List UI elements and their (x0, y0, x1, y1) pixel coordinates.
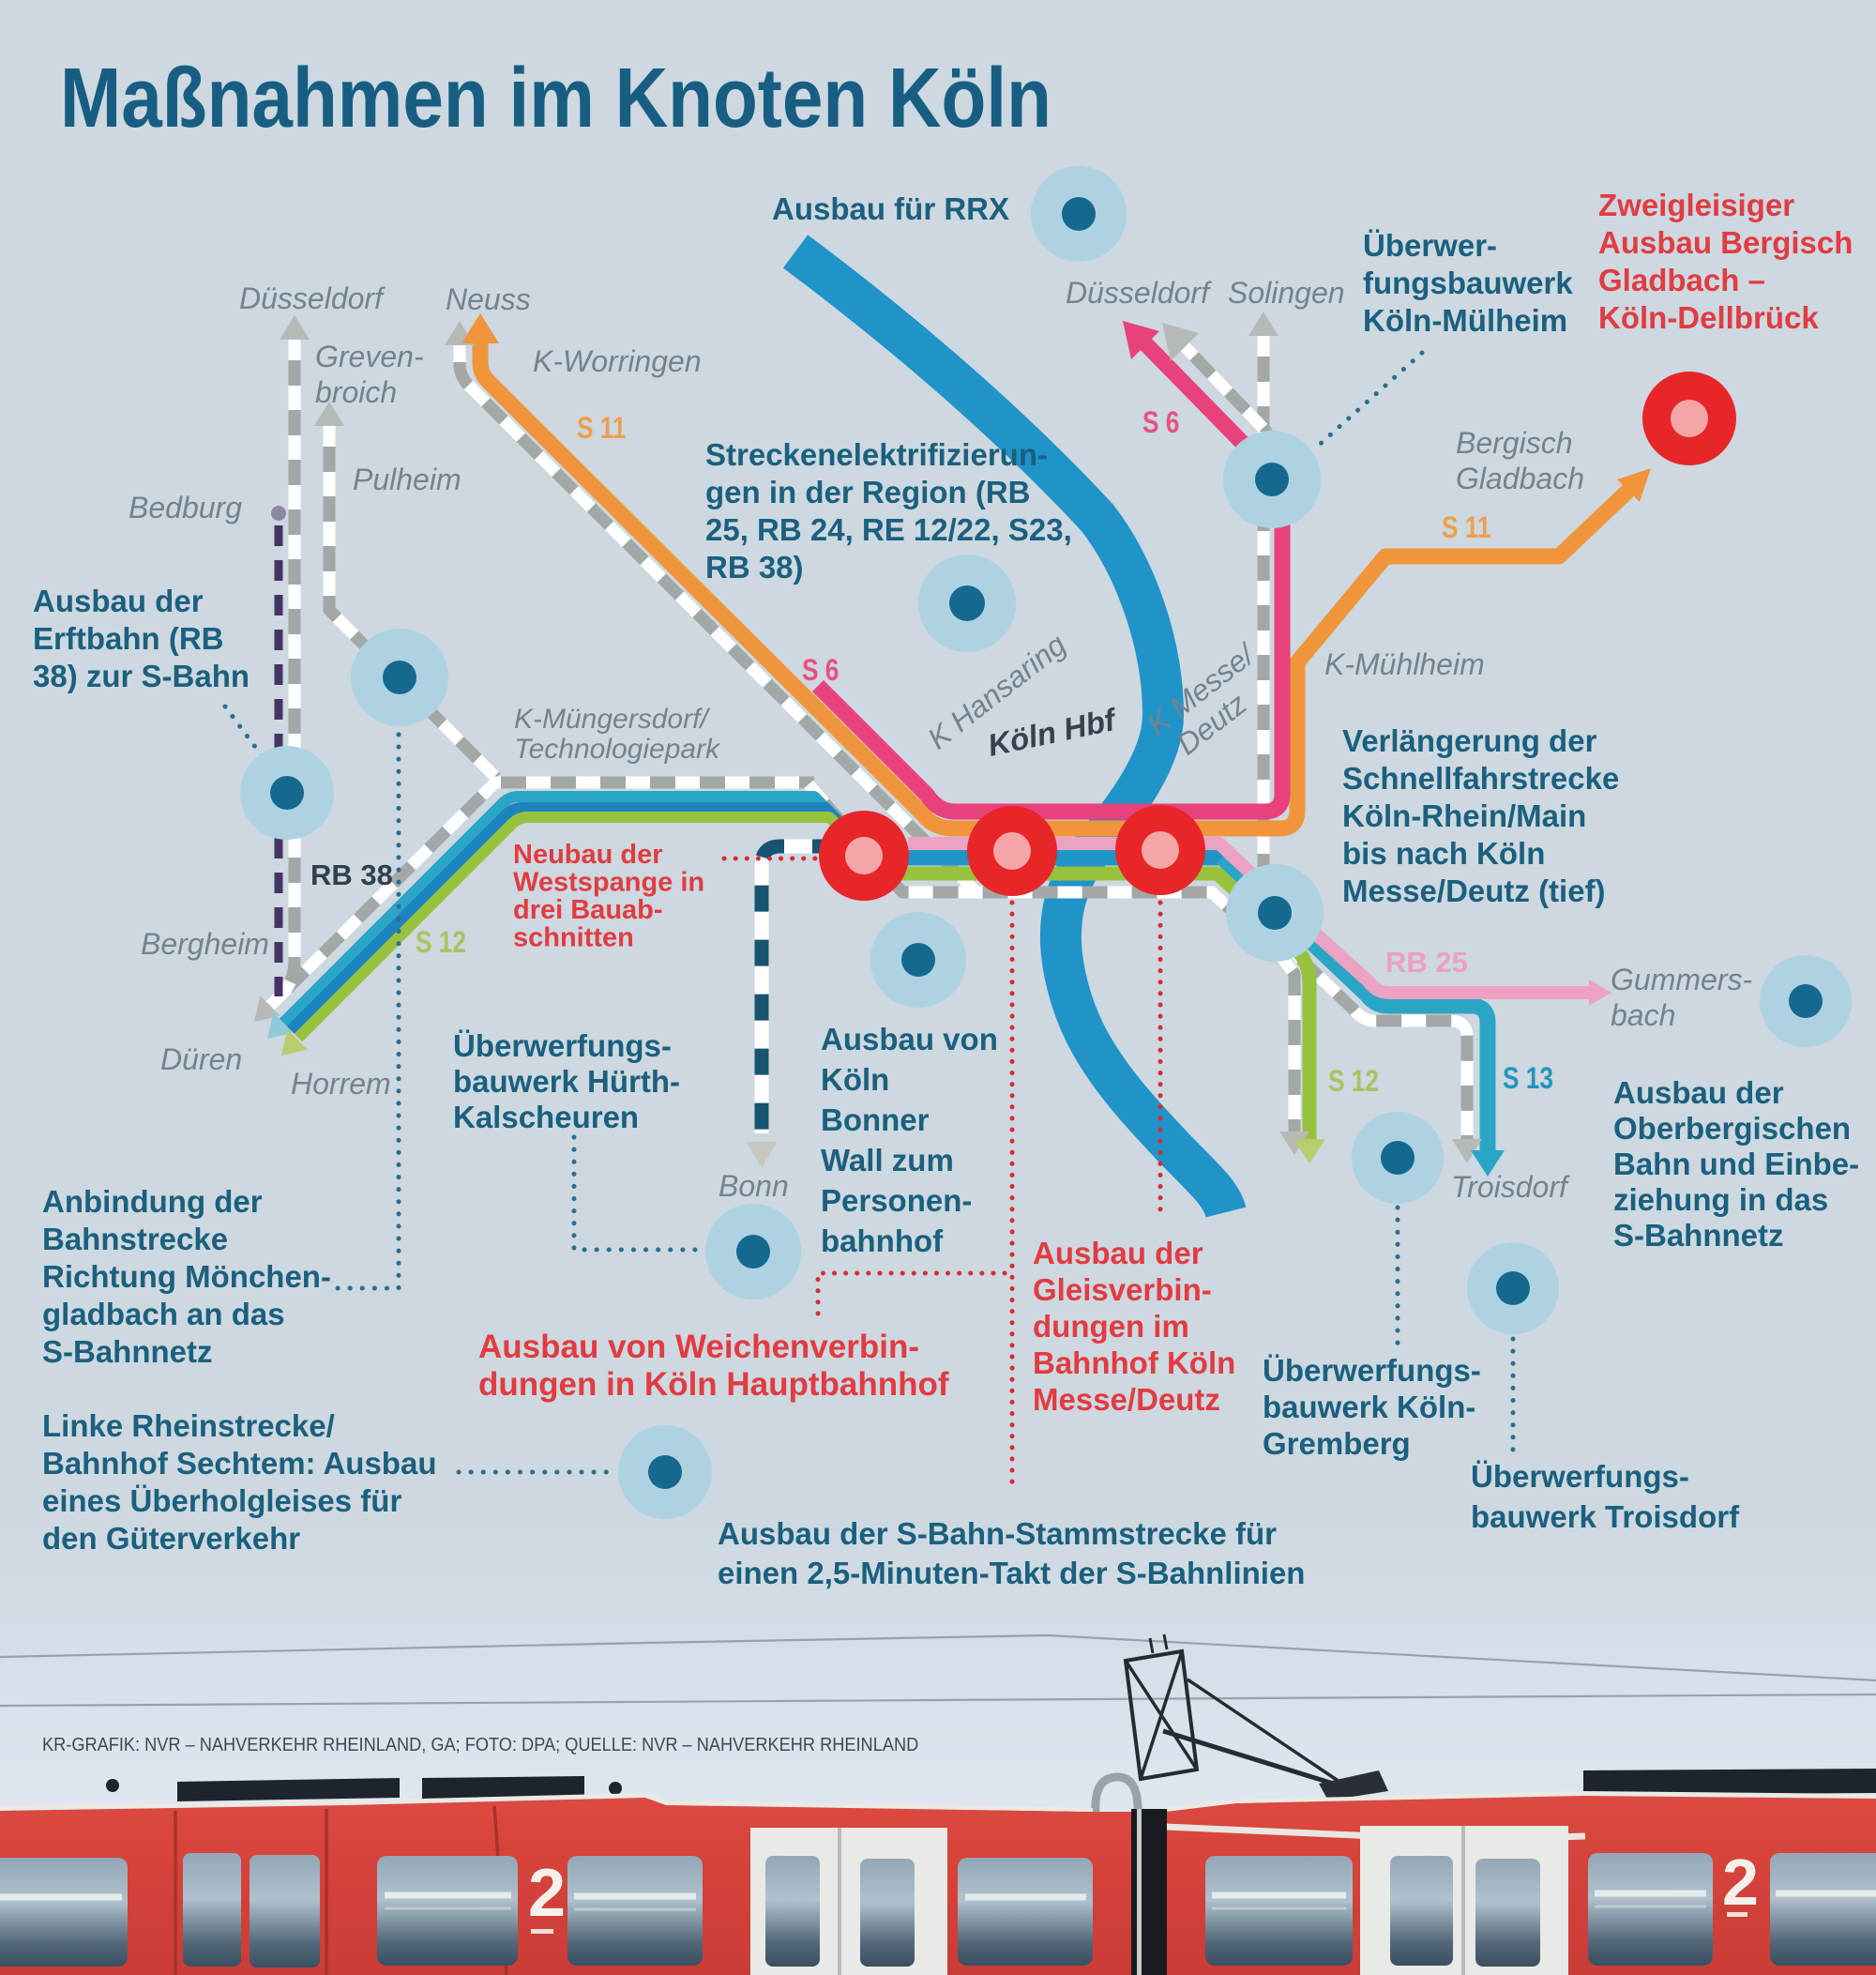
svg-text:Düsseldorf: Düsseldorf (1066, 276, 1212, 310)
svg-text:S 11: S 11 (577, 413, 627, 446)
svg-text:Pulheim: Pulheim (353, 463, 461, 496)
svg-text:Bedburg: Bedburg (129, 491, 242, 524)
svg-text:Solingen: Solingen (1228, 276, 1345, 310)
svg-text:S 13: S 13 (1503, 1063, 1553, 1096)
svg-text:S 12: S 12 (416, 927, 466, 960)
svg-text:Ausbau für RRX: Ausbau für RRX (772, 191, 1009, 226)
svg-text:Streckenelektrifizierun-gen in: Streckenelektrifizierun-gen in der Regio… (705, 437, 1072, 585)
svg-text:Greven-broich: Greven-broich (315, 340, 424, 409)
svg-text:RB 38: RB 38 (310, 858, 393, 891)
svg-text:Neuss: Neuss (446, 282, 531, 316)
svg-text:Gummers-bach: Gummers-bach (1611, 963, 1752, 1032)
svg-text:K-Mühlheim: K-Mühlheim (1324, 647, 1485, 681)
svg-text:S 12: S 12 (1328, 1066, 1379, 1099)
svg-text:K-Worringen: K-Worringen (533, 344, 702, 378)
svg-text:2: 2 (528, 1856, 566, 1931)
svg-text:2: 2 (1722, 1846, 1759, 1919)
svg-text:Horrem: Horrem (291, 1067, 391, 1101)
svg-text:Überwerfungs-bauwerk Hürth-Kal: Überwerfungs-bauwerk Hürth-Kalscheuren (453, 1028, 680, 1134)
svg-text:Ausbau von Weichenverbin-dunge: Ausbau von Weichenverbin-dungen in Köln … (478, 1329, 949, 1403)
svg-text:Überwerfungs-bauwerk Troisdorf: Überwerfungs-bauwerk Troisdorf (1471, 1459, 1740, 1534)
svg-text:KR-GRAFIK: NVR – NAHVERKEHR RH: KR-GRAFIK: NVR – NAHVERKEHR RHEINLAND, G… (42, 1735, 918, 1755)
svg-text:Überwerfungs-bauwerk Köln-Grem: Überwerfungs-bauwerk Köln-Gremberg (1263, 1353, 1481, 1461)
svg-text:S 6: S 6 (1142, 407, 1179, 440)
svg-text:Bergheim: Bergheim (141, 927, 269, 961)
svg-text:K-Müngersdorf/Technologiepark: K-Müngersdorf/Technologiepark (514, 704, 721, 765)
svg-text:S 6: S 6 (802, 655, 839, 688)
svg-text:Düsseldorf: Düsseldorf (239, 281, 386, 315)
svg-text:Ausbau der S-Bahn-Stammstrecke: Ausbau der S-Bahn-Stammstrecke füreinen … (718, 1516, 1305, 1590)
svg-text:Troisdorf: Troisdorf (1451, 1170, 1570, 1204)
svg-text:Düren: Düren (160, 1042, 242, 1076)
svg-text:S 11: S 11 (1442, 512, 1491, 545)
svg-text:Linke Rheinstrecke/Bahnhof Sec: Linke Rheinstrecke/Bahnhof Sechtem: Ausb… (42, 1408, 436, 1556)
svg-text:Bonn: Bonn (719, 1169, 789, 1203)
svg-text:RB 25: RB 25 (1385, 946, 1468, 979)
svg-text:Maßnahmen im Knoten Köln: Maßnahmen im Knoten Köln (60, 51, 1051, 144)
